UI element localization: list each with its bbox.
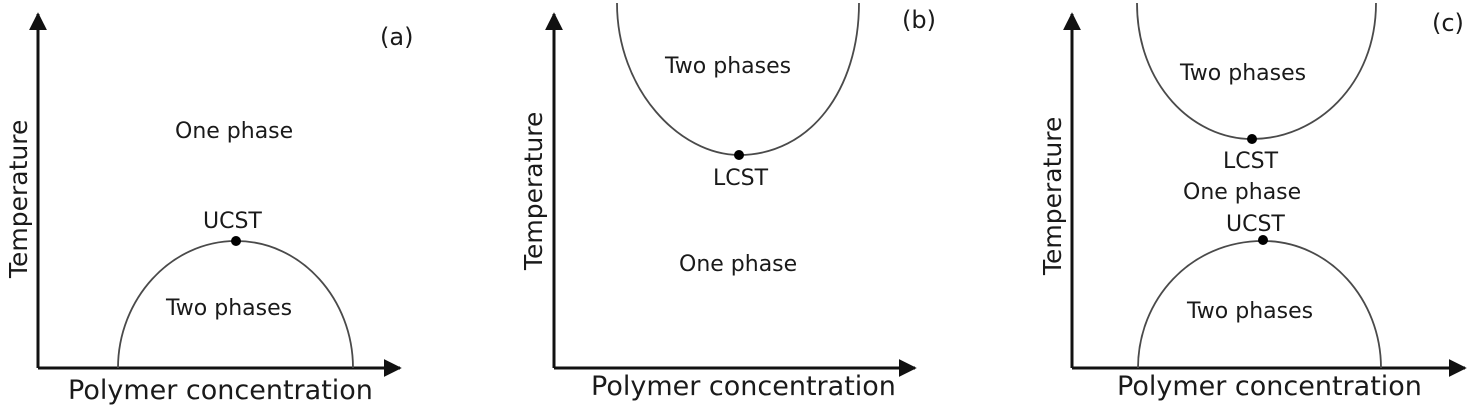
ucst-point (1258, 235, 1268, 245)
region-label-two-phases-upper: Two phases (1179, 61, 1306, 86)
lcst-point (1247, 134, 1257, 144)
region-label-two-phases: Two phases (165, 296, 292, 321)
region-label-two-phases: Two phases (664, 54, 791, 79)
x-axis-label: Polymer concentration (68, 375, 373, 406)
y-axis-label: Temperature (519, 112, 548, 271)
panel-tag: (c) (1432, 9, 1464, 37)
lcst-binodal-curve (616, 2, 860, 156)
y-axis-label: Temperature (1038, 117, 1067, 276)
panel-tag: (b) (902, 6, 936, 34)
region-label-one-phase: One phase (1183, 180, 1301, 205)
x-axis-label: Polymer concentration (591, 371, 896, 402)
panel-a: (a) One phase UCST Two phases Polymer co… (4, 12, 413, 406)
lcst-point (734, 150, 744, 160)
region-label-one-phase: One phase (175, 119, 293, 144)
panel-tag: (a) (380, 23, 413, 51)
y-axis-label: Temperature (4, 120, 33, 279)
ucst-label: UCST (1226, 212, 1285, 237)
panel-c: (c) Two phases LCST One phase UCST Two p… (1038, 2, 1467, 402)
ucst-label: UCST (203, 209, 262, 234)
region-label-one-phase: One phase (679, 252, 797, 277)
region-label-two-phases-lower: Two phases (1186, 299, 1313, 324)
lcst-label: LCST (1223, 149, 1279, 174)
lcst-label: LCST (713, 166, 769, 191)
x-axis-label: Polymer concentration (1117, 371, 1422, 402)
panel-b: (b) Two phases LCST One phase Polymer co… (519, 2, 936, 402)
ucst-point (231, 236, 241, 246)
